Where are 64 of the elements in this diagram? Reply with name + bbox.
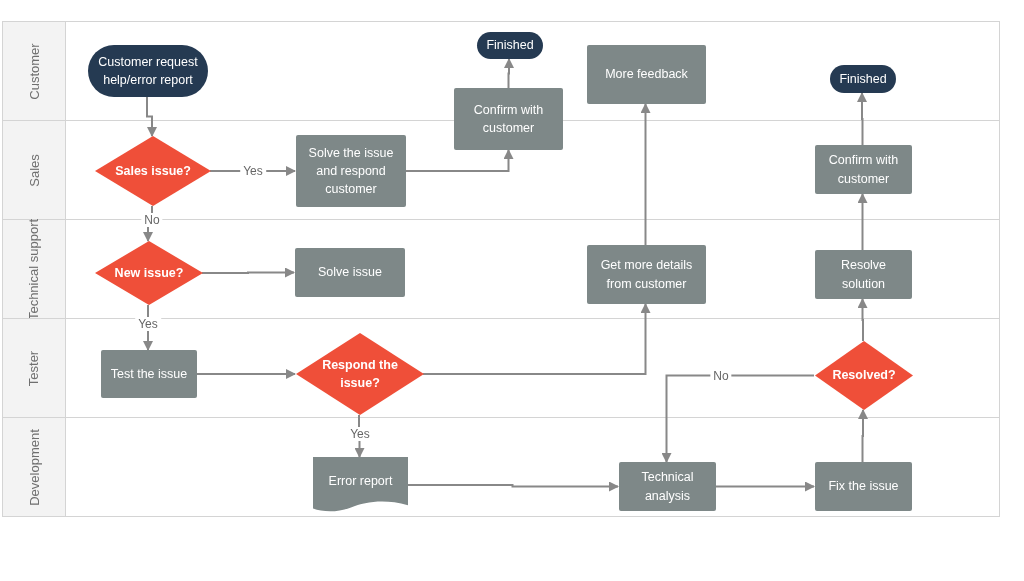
node-label: Confirm with customer (472, 101, 545, 137)
process-box (815, 462, 912, 511)
node-label: Customer request help/error report (97, 53, 199, 89)
node-label: Test the issue (110, 365, 188, 383)
process-box (296, 135, 406, 207)
node-label: Solve the issue and respond customer (307, 144, 395, 199)
node-label: Respond the issue? (321, 356, 399, 392)
arrow (422, 303, 651, 375)
node-label: Finished (486, 37, 534, 55)
arrow (143, 205, 153, 242)
lane-label: Customer (26, 42, 42, 100)
node-label: Resolve solution (839, 257, 888, 293)
lane-label: Tester (26, 350, 42, 386)
node-label: Solve issue (318, 264, 382, 282)
arrow (858, 409, 868, 463)
arrow (661, 374, 815, 463)
node-label: Get more details from customer (599, 257, 694, 293)
terminal-pill (830, 65, 896, 93)
node-label: Finished (839, 70, 887, 88)
decision-diamond (95, 241, 203, 305)
process-box (815, 250, 912, 299)
edge-label: No (141, 213, 163, 227)
node-label: Fix the issue (828, 478, 899, 496)
terminal-pill (88, 45, 208, 97)
swimlane (2, 417, 1000, 517)
node-label: More feedback (605, 66, 688, 84)
node-label: Error report (328, 472, 393, 490)
process-box (587, 45, 706, 104)
process-box (454, 88, 563, 150)
arrow (195, 369, 296, 379)
node-label: Technical analysis (640, 469, 695, 505)
node-label: New issue? (114, 264, 184, 282)
node-label: Sales issue? (115, 162, 191, 180)
lane-label: Sales (26, 153, 42, 187)
process-box (619, 462, 716, 511)
edge-label: Yes (240, 164, 266, 178)
process-box (587, 245, 706, 304)
arrow (857, 92, 867, 146)
decision-diamond (815, 341, 913, 410)
process-box (295, 248, 405, 297)
arrow (404, 149, 514, 172)
swimlane (2, 318, 1000, 418)
node-label: Confirm with customer (827, 152, 900, 188)
arrow (201, 267, 295, 278)
document-shape (313, 457, 408, 513)
edge-label: Yes (347, 427, 373, 441)
arrow (857, 298, 868, 342)
arrow (504, 58, 514, 89)
edge-label: No (710, 369, 732, 383)
terminal-pill (477, 32, 543, 59)
arrow (714, 481, 815, 492)
edge-label: Yes (135, 317, 161, 331)
lane-label: Development (26, 428, 42, 506)
arrow (857, 193, 868, 251)
process-box (101, 350, 197, 398)
node-label: Resolved? (832, 367, 896, 385)
arrow (406, 481, 619, 492)
arrow (146, 96, 157, 137)
process-box (815, 145, 912, 194)
swimlane (2, 21, 1000, 121)
arrow (640, 103, 651, 246)
decision-diamond (296, 333, 424, 415)
lane-label: Technical support (26, 218, 42, 320)
decision-diamond (95, 136, 211, 206)
